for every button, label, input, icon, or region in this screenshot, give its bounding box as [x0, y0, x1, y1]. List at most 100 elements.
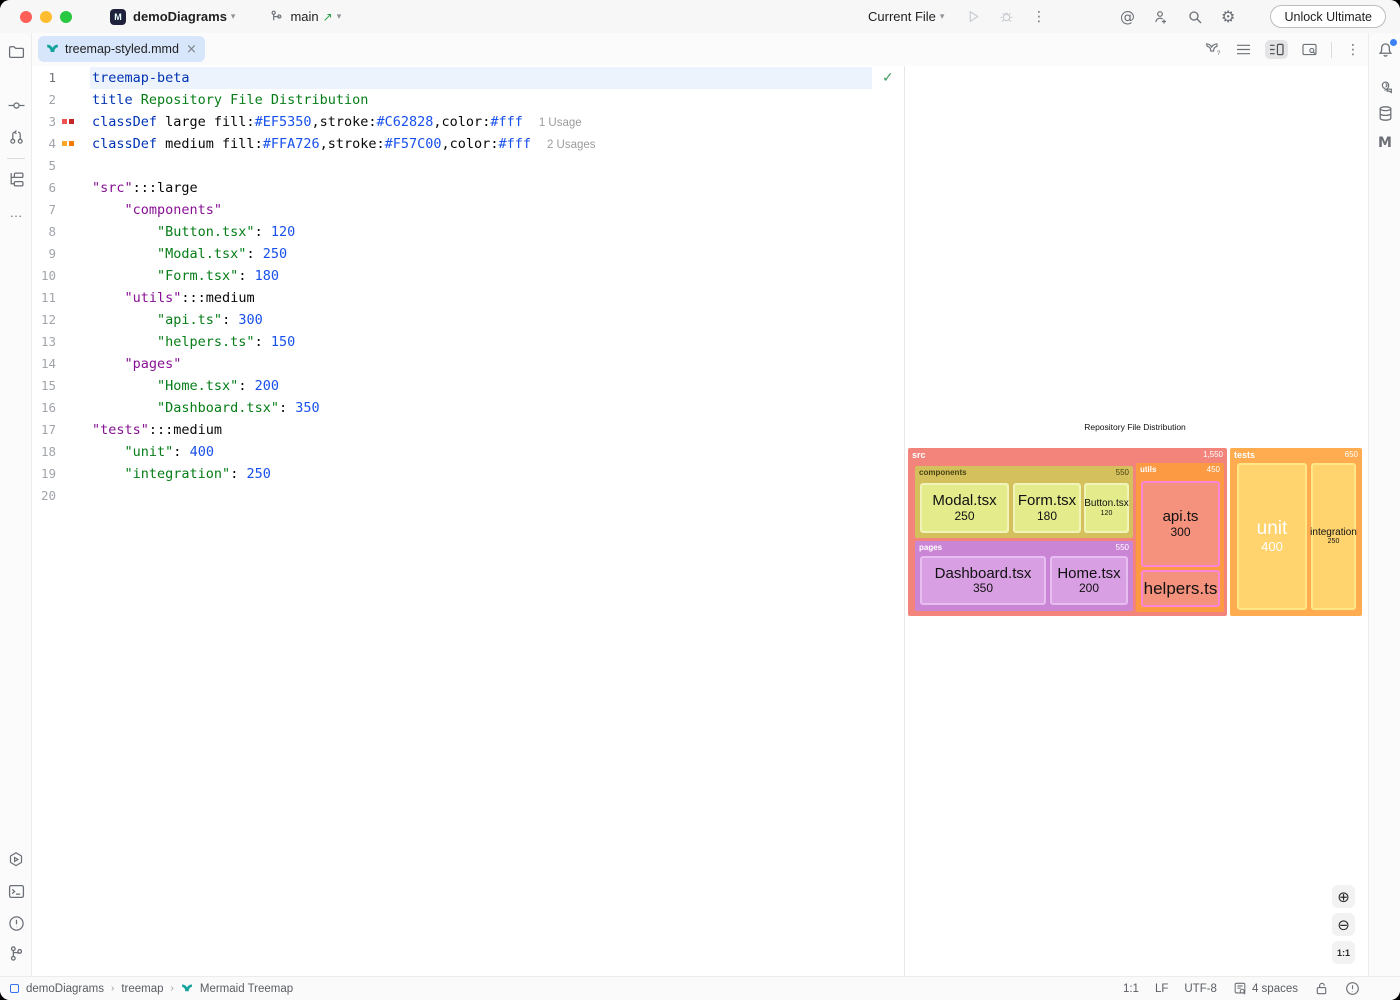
code-line[interactable]: 14 "pages" [40, 356, 182, 372]
treemap-leaf-form: Form.tsx 180 [1013, 483, 1081, 533]
color-swatch-gutter[interactable] [62, 119, 74, 124]
components-value: 550 [1115, 468, 1129, 477]
code-line[interactable]: 8 "Button.tsx": 120 [48, 224, 296, 240]
zoom-out-button[interactable]: ⊖ [1332, 913, 1355, 936]
notification-dot [1389, 39, 1397, 46]
pull-requests-tool-icon[interactable] [0, 129, 32, 146]
more-tools-icon[interactable]: … [9, 205, 23, 220]
caret-position[interactable]: 1:1 [1122, 982, 1139, 995]
notifications-bell-icon[interactable] [1369, 39, 1400, 63]
services-tool-icon[interactable] [0, 851, 32, 869]
breadcrumb-separator: › [170, 983, 174, 994]
ai-assistant-icon[interactable]: @ [1120, 7, 1135, 26]
code-line[interactable]: 12 "api.ts": 300 [40, 312, 263, 328]
treemap-leaf-helpers: helpers.ts [1141, 570, 1220, 607]
treemap-leaf-integration: integration 250 [1310, 463, 1357, 610]
left-tool-strip: … [0, 33, 32, 976]
code-line[interactable]: 5 [48, 158, 56, 173]
terminal-tool-icon[interactable] [0, 883, 32, 900]
code-line[interactable]: 20 [40, 488, 56, 503]
inspections-widget-icon[interactable] [1345, 981, 1360, 996]
unlock-file-icon[interactable] [1314, 981, 1329, 996]
push-arrow-icon: ↗ [322, 9, 333, 24]
tab-treemap-styled[interactable]: treemap-styled.mmd × [38, 36, 205, 62]
helpers-label: helpers.ts [1143, 578, 1218, 598]
file-encoding[interactable]: UTF-8 [1184, 982, 1217, 995]
commit-tool-icon[interactable] [0, 97, 32, 114]
home-label: Home.tsx [1057, 564, 1121, 582]
editor-only-view-icon[interactable] [1236, 43, 1251, 56]
code-line[interactable]: 10 "Form.tsx": 180 [40, 268, 279, 284]
integration-label: integration [1310, 526, 1357, 538]
editor-preview-divider[interactable] [904, 66, 905, 976]
zoom-window-button[interactable] [60, 10, 72, 23]
close-window-button[interactable] [20, 10, 32, 23]
mermaid-preview-pane: Repository File Distribution src 1,550 c… [905, 66, 1368, 976]
run-icon[interactable] [966, 9, 981, 24]
integration-value: 250 [1327, 538, 1340, 546]
breadcrumb: demoDiagrams › treemap › Mermaid Treemap [10, 983, 293, 995]
debug-icon[interactable] [999, 9, 1014, 24]
more-actions-kebab-icon[interactable]: ⋮ [1032, 8, 1046, 25]
git-tool-icon[interactable] [0, 945, 32, 962]
structure-tool-icon[interactable] [0, 171, 32, 188]
pages-value: 550 [1115, 543, 1129, 552]
branch-widget[interactable]: main ↗ ▾ [269, 9, 341, 24]
unit-label: unit [1256, 518, 1288, 540]
line-ending[interactable]: LF [1154, 982, 1169, 995]
zoom-in-button[interactable]: ⊕ [1332, 885, 1355, 908]
dashboard-value: 350 [972, 581, 994, 596]
treemap-section-src: src 1,550 components 550 Modal.tsx 250 F… [908, 448, 1227, 616]
project-tool-icon[interactable] [0, 43, 32, 60]
unlock-ultimate-label: Unlock Ultimate [1284, 9, 1372, 24]
preview-only-view-icon[interactable] [1302, 43, 1317, 56]
form-value: 180 [1036, 508, 1058, 523]
project-icon: M [110, 8, 126, 25]
problems-tool-icon[interactable] [0, 915, 32, 932]
inspection-ok-icon[interactable]: ✓ [882, 70, 894, 86]
treemap-section-components: components 550 Modal.tsx 250 Form.tsx 18… [915, 466, 1133, 538]
breadcrumb-element[interactable]: Mermaid Treemap [199, 982, 294, 995]
unit-value: 400 [1261, 538, 1283, 554]
unlock-ultimate-button[interactable]: Unlock Ultimate [1270, 5, 1386, 28]
code-line[interactable]: 18 "unit": 400 [40, 444, 214, 460]
add-user-icon[interactable] [1153, 9, 1169, 25]
code-line[interactable]: 15 "Home.tsx": 200 [40, 378, 279, 394]
mermaid-help-icon[interactable]: ? [1205, 42, 1222, 57]
ai-chat-tool-icon[interactable] [1369, 77, 1400, 94]
code-line[interactable]: 9 "Modal.tsx": 250 [48, 246, 288, 262]
close-tab-icon[interactable]: × [185, 41, 197, 57]
breadcrumb-project[interactable]: demoDiagrams [26, 982, 104, 995]
project-name[interactable]: demoDiagrams [133, 9, 227, 24]
code-line[interactable]: 7 "components" [48, 202, 223, 218]
code-line[interactable]: 11 "utils":::medium [40, 290, 255, 306]
code-line[interactable]: 17"tests":::medium [40, 422, 223, 438]
indent-widget[interactable]: 4 spaces [1233, 982, 1298, 996]
run-configuration-select[interactable]: Current File ▾ [868, 0, 944, 33]
search-icon[interactable] [1187, 9, 1203, 25]
treemap-leaf-unit: unit 400 [1237, 463, 1307, 610]
button-value: 120 [1100, 509, 1113, 517]
code-line[interactable]: 19 "integration": 250 [40, 466, 271, 482]
tests-value: 650 [1344, 450, 1358, 459]
breadcrumb-folder[interactable]: treemap [121, 982, 164, 995]
color-swatch-gutter[interactable] [62, 141, 74, 146]
mermaid-panel-icon[interactable]: M [1378, 135, 1392, 151]
split-view-icon[interactable] [1265, 40, 1288, 59]
components-label: components [919, 468, 967, 477]
code-line[interactable]: 6"src":::large [48, 180, 198, 196]
zoom-reset-button[interactable]: 1:1 [1332, 941, 1355, 964]
editor-options-kebab-icon[interactable]: ⋮ [1346, 41, 1360, 58]
code-line[interactable]: 13 "helpers.ts": 150 [40, 334, 296, 350]
minimize-window-button[interactable] [40, 10, 52, 23]
mermaid-file-icon [46, 43, 59, 56]
settings-gear-icon[interactable]: ⚙ [1221, 7, 1236, 26]
code-line[interactable]: 16 "Dashboard.tsx": 350 [40, 400, 320, 416]
database-tool-icon[interactable] [1369, 105, 1400, 122]
mermaid-breadcrumb-icon [181, 983, 193, 995]
